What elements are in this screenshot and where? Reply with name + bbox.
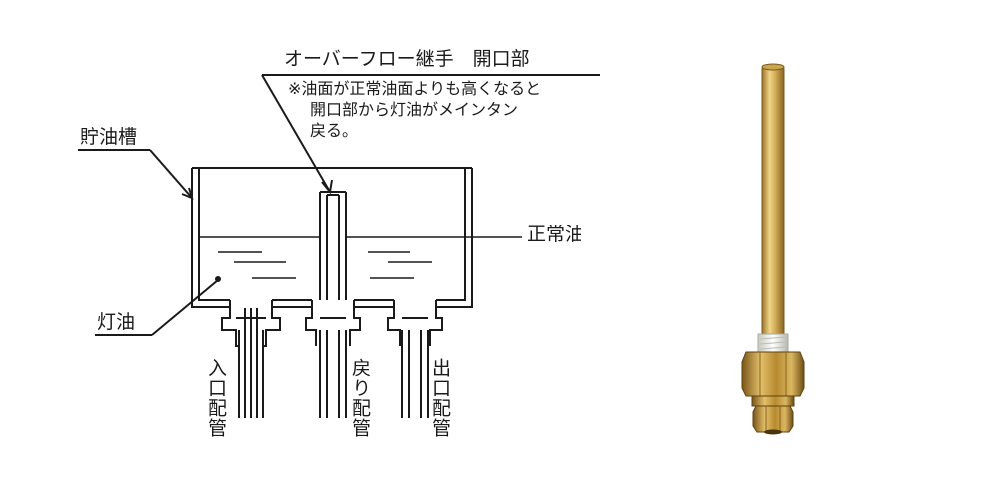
tank-leader-line <box>149 149 193 199</box>
fitting-tube-top <box>761 63 785 71</box>
oil-ripples <box>218 251 432 279</box>
fitting-tube <box>761 65 785 339</box>
kerosene-dot <box>215 276 221 282</box>
return-fitting <box>305 300 361 418</box>
overflow-fitting-title: オーバーフロー継手 開口部 <box>284 48 530 70</box>
overflow-note: ※油面が正常油面よりも高くなると 開口部から灯油がメインタン 戻る。 <box>288 78 600 148</box>
inlet-pipe-label: 入口配管 <box>205 358 227 438</box>
outlet-fitting <box>387 300 443 418</box>
outlet-pipe-label: 出口配管 <box>429 358 451 438</box>
note-line-2: 開口部から灯油がメインタン <box>310 100 519 119</box>
fitting-hex-nut <box>741 351 805 397</box>
tank-bottom <box>272 299 394 308</box>
return-pipe-label: 戻り配管 <box>349 358 371 438</box>
tank-inner-wall <box>198 168 466 301</box>
fitting-compression-nut <box>752 405 794 433</box>
tank-outer-wall <box>191 168 473 308</box>
fitting-bore <box>764 429 782 435</box>
overflow-pipe <box>319 191 347 300</box>
oil-level-label: 正常油面 <box>527 225 581 251</box>
tank-label: 貯油槽 <box>80 126 138 148</box>
note-line-3: 戻る。 <box>310 121 359 140</box>
title-leader-line <box>261 74 331 193</box>
kerosene-label: 灯油 <box>97 311 136 333</box>
fitting-collar <box>751 395 795 407</box>
inlet-fitting <box>221 300 281 418</box>
kerosene-leader-line <box>151 279 219 336</box>
oil-level-label-text: 正常油面 <box>527 225 581 245</box>
note-line-1: ※油面が正常油面よりも高くなると <box>288 79 542 98</box>
